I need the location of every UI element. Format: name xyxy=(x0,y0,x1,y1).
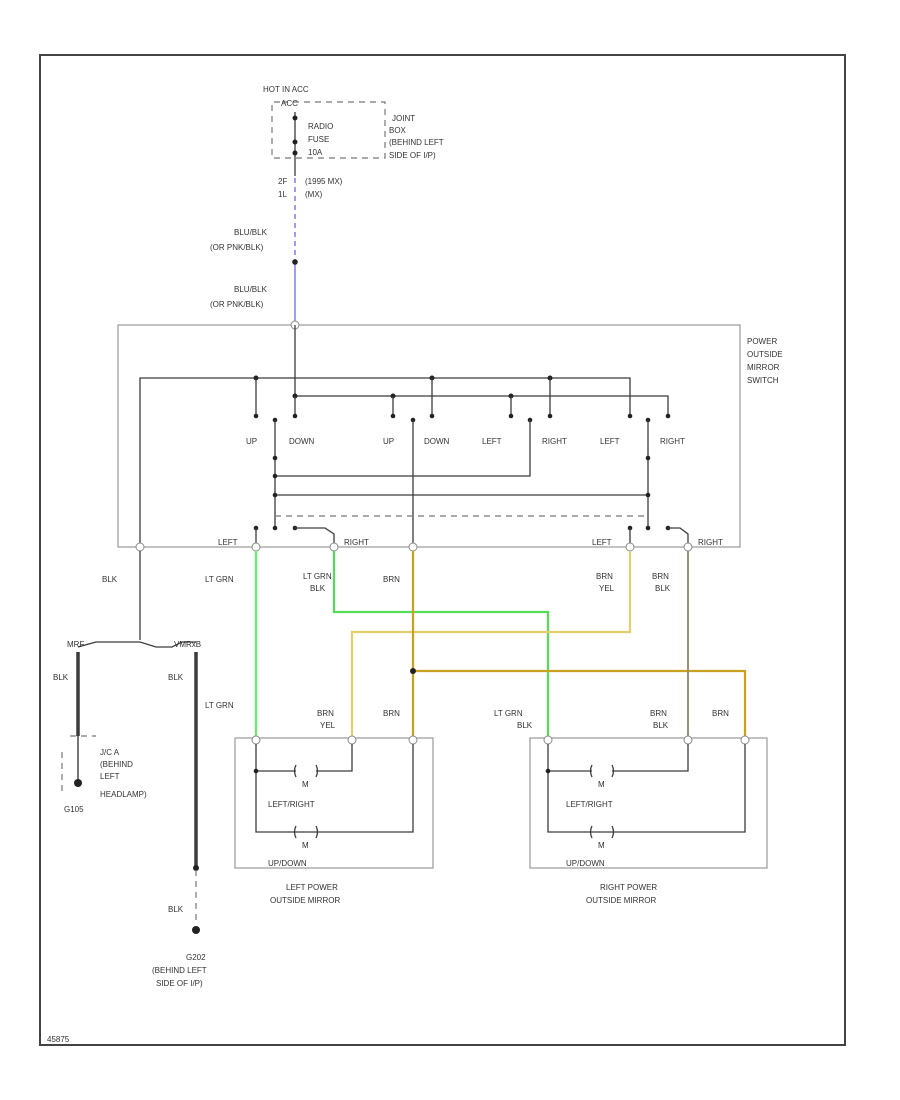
mirror-wire-brn-yel-1: BRN xyxy=(317,709,334,718)
figure-id: 45875 xyxy=(47,1035,70,1044)
right-mirror-label-1: RIGHT POWER xyxy=(600,883,657,892)
joint-box-label-2: BOX xyxy=(389,126,407,135)
ground-g202-label-1: G202 xyxy=(186,953,206,962)
right-mirror: LT GRN BLK BRN BLK BRN M LEFT/RIGHT M UP… xyxy=(494,709,768,905)
joint-box: HOT IN ACC ACC RADIO FUSE 10A JOINT BOX … xyxy=(263,85,444,160)
harness-wires: BLK LT GRN LT GRN BLK BRN BRN YEL BRN BL… xyxy=(102,551,747,740)
hot-label: HOT IN ACC xyxy=(263,85,309,94)
joint-box-label-1: JOINT xyxy=(392,114,415,123)
left-ud-motor-label: UP/DOWN xyxy=(268,859,307,868)
terminal-right-2: RIGHT xyxy=(698,538,723,547)
lower-wire-color-2: (OR PNK/BLK) xyxy=(210,300,264,309)
right-ud-motor-m: M xyxy=(598,841,605,850)
fuse-word-label: FUSE xyxy=(308,135,329,144)
left-mirror-label-2: OUTSIDE MIRROR xyxy=(270,896,340,905)
splice-right-label: VMRxB xyxy=(174,640,201,649)
jc-label-4: HEADLAMP) xyxy=(100,790,147,799)
connector-pin-2: 1L xyxy=(278,190,287,199)
right-mirror-box xyxy=(529,737,768,869)
wire-label-blk-right: BLK xyxy=(168,673,184,682)
ground-g202-label-3: SIDE OF I/P) xyxy=(156,979,203,988)
joint-box-label-3: (BEHIND LEFT xyxy=(389,138,444,147)
mirror-wire-brn: BRN xyxy=(383,709,400,718)
left-ud-motor-m: M xyxy=(302,841,309,850)
wire-label-blk: BLK xyxy=(102,575,118,584)
lower-wire-color-1: BLU/BLK xyxy=(234,285,268,294)
wire-label-ltgrn-blk-1: LT GRN xyxy=(303,572,332,581)
left-mirror-box xyxy=(234,737,434,869)
terminal-left-1: LEFT xyxy=(218,538,238,547)
ground-g105-label: G105 xyxy=(64,805,84,814)
left-mirror: LT GRN BRN YEL BRN M LEFT/RIGHT M UP/DOW… xyxy=(205,701,434,905)
feed-wire-blu-blk: BLU/BLK (OR PNK/BLK) BLU/BLK (OR PNK/BLK… xyxy=(210,178,298,322)
switch-up-1: UP xyxy=(246,437,257,446)
mirror-wire-brn-r: BRN xyxy=(712,709,729,718)
fuse-top-label: ACC xyxy=(281,99,298,108)
switch-left-1: LEFT xyxy=(482,437,502,446)
switch-label-3: MIRROR xyxy=(747,363,780,372)
right-mirror-label-2: OUTSIDE MIRROR xyxy=(586,896,656,905)
wire-label-brn: BRN xyxy=(383,575,400,584)
ground-circuit: MRF VMRxB BLK BLK J/C A (BEHIND LEFT HEA… xyxy=(53,551,207,988)
wire-label-brn-yel-2: YEL xyxy=(599,584,615,593)
switch-label-4: SWITCH xyxy=(747,376,779,385)
upper-wire-color-2: (OR PNK/BLK) xyxy=(210,243,264,252)
ground-g202-label-2: (BEHIND LEFT xyxy=(152,966,207,975)
switch-right-1: RIGHT xyxy=(542,437,567,446)
left-lr-motor-m: M xyxy=(302,780,309,789)
joint-box-label-4: SIDE OF I/P) xyxy=(389,151,436,160)
mirror-wire-ltgrn: LT GRN xyxy=(205,701,234,710)
radio-fuse-label: RADIO xyxy=(308,122,333,131)
splice-left-label: MRF xyxy=(67,640,84,649)
wire-label-blk-bottom: BLK xyxy=(168,905,184,914)
switch-box xyxy=(117,324,741,548)
mirror-switch: POWER OUTSIDE MIRROR SWITCH UP xyxy=(117,320,783,552)
right-lr-motor-label: LEFT/RIGHT xyxy=(566,800,613,809)
wire-label-ltgrn: LT GRN xyxy=(205,575,234,584)
wire-label-brn-blk-2: BLK xyxy=(655,584,671,593)
connector-note-1: (1995 MX) xyxy=(305,177,343,186)
wire-label-brn-blk-1: BRN xyxy=(652,572,669,581)
mirror-wire-ltgrn-blk-2: BLK xyxy=(517,721,533,730)
jc-label-1: J/C A xyxy=(100,748,120,757)
connector-note: 2F 1L (1995 MX) (MX) xyxy=(278,158,343,199)
mirror-wire-brn-blk-1: BRN xyxy=(650,709,667,718)
connector-pin-1: 2F xyxy=(278,177,287,186)
upper-wire-color-1: BLU/BLK xyxy=(234,228,268,237)
diagram-frame xyxy=(39,54,846,1046)
right-ud-motor-label: UP/DOWN xyxy=(566,859,605,868)
mirror-wire-brn-blk-2: BLK xyxy=(653,721,669,730)
jc-label-3: LEFT xyxy=(100,772,120,781)
switch-label-1: POWER xyxy=(747,337,777,346)
mirror-wire-brn-yel-2: YEL xyxy=(320,721,336,730)
switch-label-2: OUTSIDE xyxy=(747,350,783,359)
mirror-wire-ltgrn-blk-1: LT GRN xyxy=(494,709,523,718)
jc-label-2: (BEHIND xyxy=(100,760,133,769)
switch-up-2: UP xyxy=(383,437,394,446)
switch-left-2: LEFT xyxy=(600,437,620,446)
connector-note-2: (MX) xyxy=(305,190,323,199)
wire-label-brn-yel-1: BRN xyxy=(596,572,613,581)
wire-label-ltgrn-blk-2: BLK xyxy=(310,584,326,593)
terminal-right-1: RIGHT xyxy=(344,538,369,547)
switch-down-1: DOWN xyxy=(289,437,315,446)
wire-label-blk-left: BLK xyxy=(53,673,69,682)
fuse-amp-label: 10A xyxy=(308,148,323,157)
switch-right-2: RIGHT xyxy=(660,437,685,446)
right-lr-motor-m: M xyxy=(598,780,605,789)
switch-down-2: DOWN xyxy=(424,437,450,446)
left-mirror-label-1: LEFT POWER xyxy=(286,883,338,892)
terminal-left-2: LEFT xyxy=(592,538,612,547)
left-lr-motor-label: LEFT/RIGHT xyxy=(268,800,315,809)
